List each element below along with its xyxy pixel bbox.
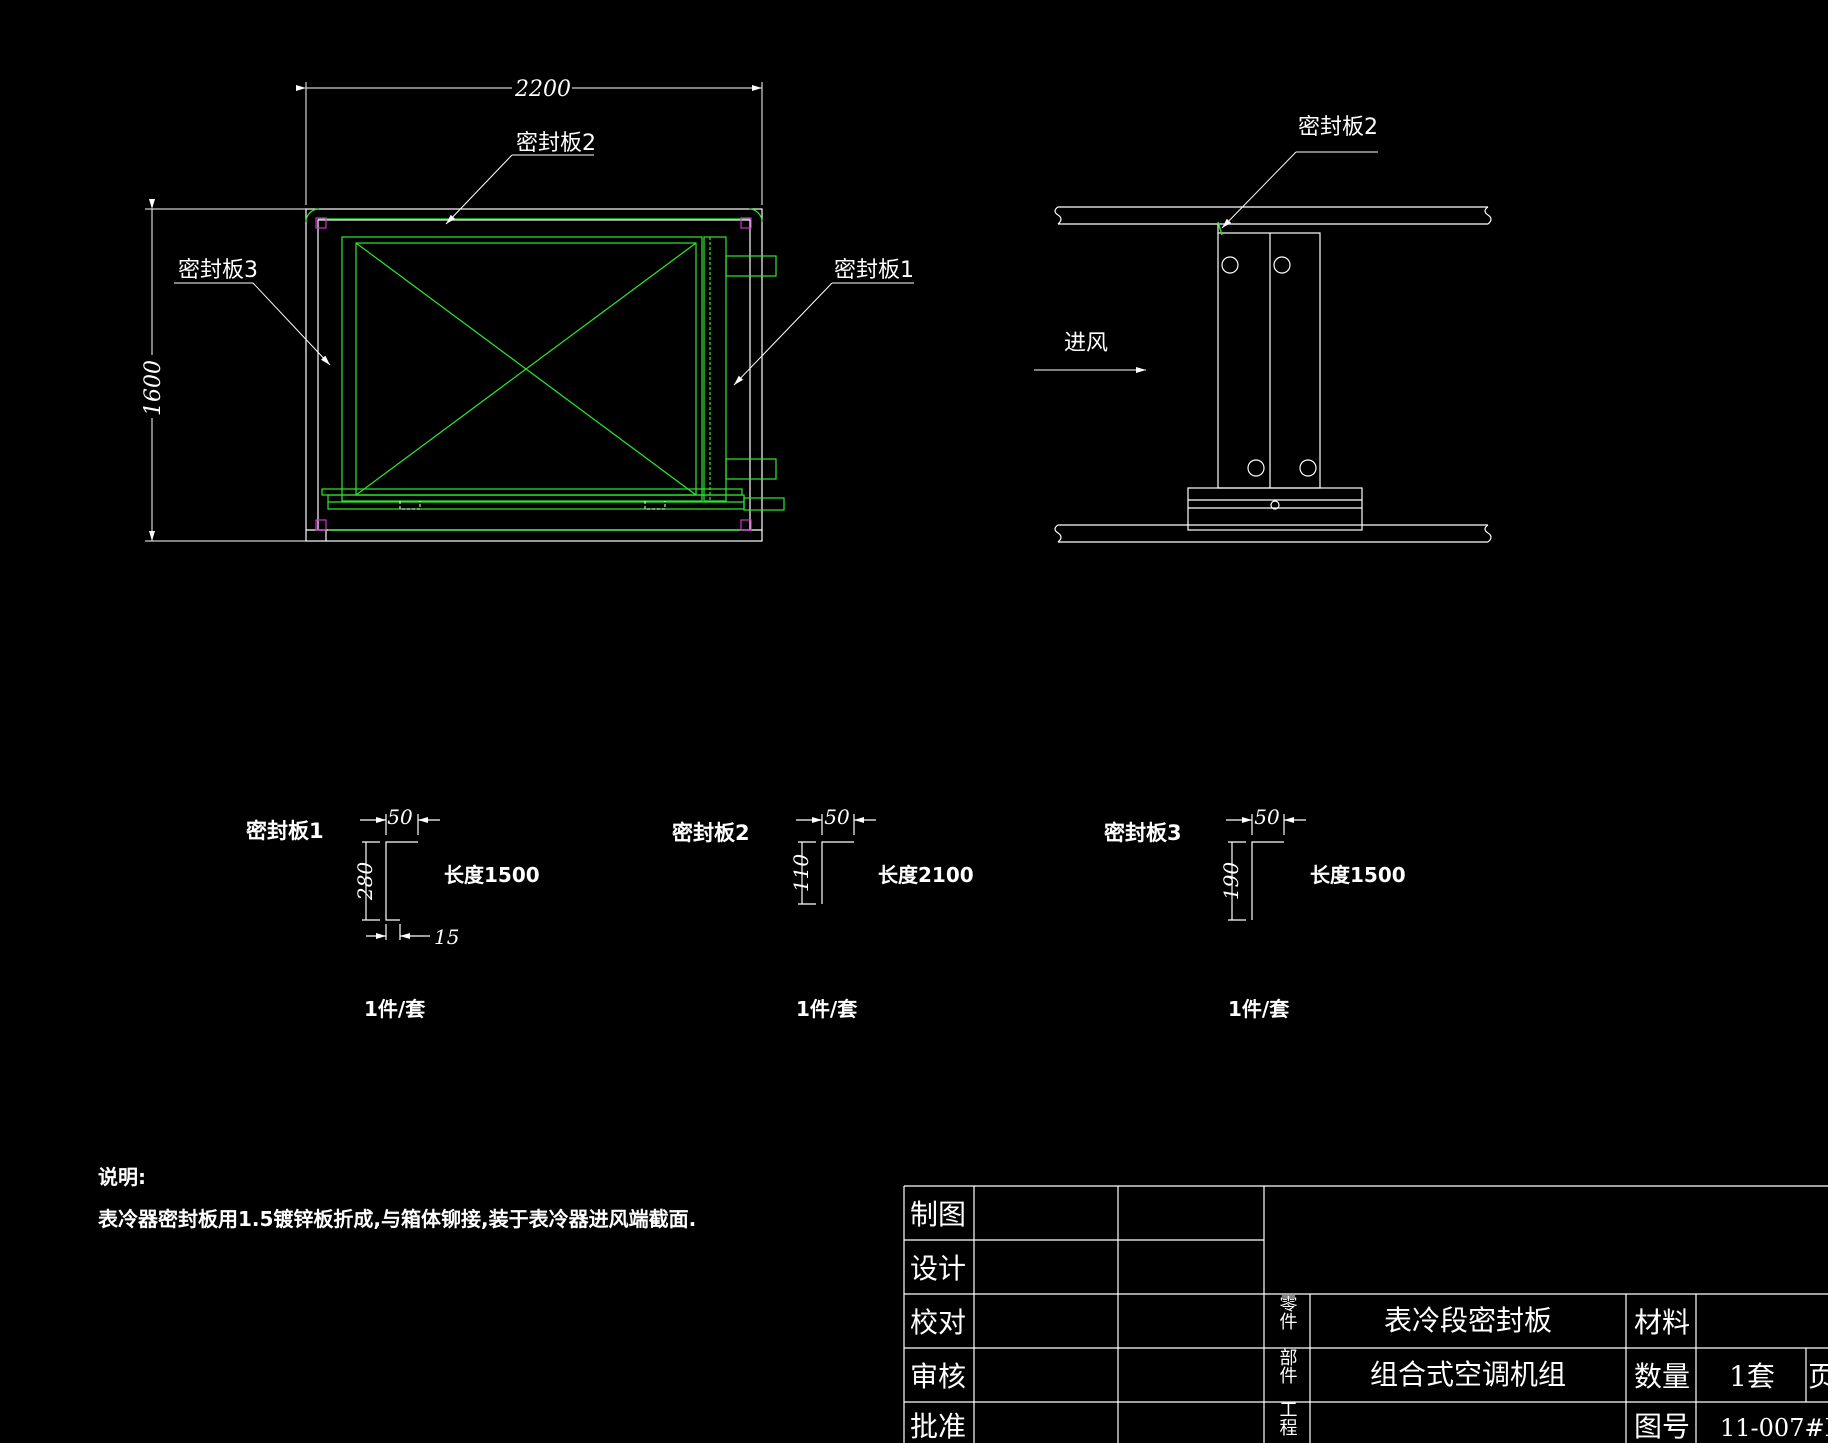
title-block: 制图 设计 校对 审核 批准 零件 部件 工程 表冷段密封板 组合式空调机组 材…: [903, 1185, 1828, 1443]
plate2-label: 密封板2: [516, 131, 596, 156]
leaders: [174, 154, 914, 386]
side-seal-plate: [1217, 221, 1223, 236]
quantity-label: 数量: [1634, 1360, 1690, 1393]
row-design: 设计: [910, 1252, 966, 1285]
lip-dim: 15: [434, 925, 459, 949]
profile-plate2: 密封板2 50 110 长度2100 1件/套: [672, 805, 974, 1021]
height-dim: 280: [353, 862, 377, 901]
height-dimension: [145, 199, 306, 542]
drawing-no-value: 11-007#F: [1720, 1414, 1828, 1442]
row-drawn: 制图: [910, 1198, 966, 1231]
quantity-value: 1套: [1729, 1360, 1775, 1393]
top-dim: 50: [387, 805, 413, 829]
profile-length: 长度1500: [1310, 863, 1406, 887]
assembly-name: 组合式空调机组: [1370, 1358, 1566, 1391]
material-label: 材料: [1634, 1306, 1690, 1339]
top-dim: 50: [1254, 805, 1280, 829]
casing-panels: [1054, 206, 1492, 543]
row-review: 审核: [910, 1360, 966, 1393]
drawing-no-label: 图号: [1634, 1410, 1690, 1443]
profile-name: 密封板1: [246, 819, 324, 843]
plate1-label: 密封板1: [834, 258, 914, 283]
page-label: 页: [1808, 1360, 1828, 1393]
width-dim-text: 2200: [514, 77, 571, 102]
side-view: 密封板2 进风: [1034, 115, 1492, 543]
project-label: 工程: [1277, 1400, 1298, 1436]
drain-brackets: [399, 501, 666, 510]
profile-name: 密封板3: [1104, 821, 1182, 845]
notes-text: 表冷器密封板用1.5镀锌板折成,与箱体铆接,装于表冷器进风端截面.: [98, 1207, 696, 1231]
side-plate2-label: 密封板2: [1298, 115, 1378, 140]
profile-length: 长度2100: [878, 863, 974, 887]
profile-qty: 1件/套: [1228, 997, 1289, 1021]
side-leader: [1034, 151, 1378, 373]
profile-plate1: 密封板1 50 280 15 长度1500 1件/套: [246, 805, 540, 1021]
height-dim-text: 1600: [141, 360, 166, 416]
part-label: 零件: [1277, 1294, 1298, 1330]
height-dim: 110: [789, 854, 813, 892]
assembly-label: 部件: [1277, 1348, 1298, 1384]
height-dim: 190: [1219, 862, 1243, 900]
profile-qty: 1件/套: [364, 997, 425, 1021]
profile-name: 密封板2: [672, 821, 750, 845]
row-check: 校对: [910, 1306, 966, 1339]
profile-length: 长度1500: [444, 863, 540, 887]
corner-brackets: [315, 217, 752, 531]
front-view: 2200 1600: [141, 77, 914, 542]
plate3-label: 密封板3: [178, 258, 258, 283]
notes: 说明: 表冷器密封板用1.5镀锌板折成,与箱体铆接,装于表冷器进风端截面.: [98, 1165, 696, 1231]
top-dim: 50: [824, 805, 850, 829]
coil-frame: [305, 208, 785, 531]
airflow-label: 进风: [1064, 331, 1108, 356]
profile-plate3: 密封板3 50 190 长度1500 1件/套: [1104, 805, 1406, 1021]
row-approve: 批准: [910, 1410, 966, 1443]
profile-qty: 1件/套: [796, 997, 857, 1021]
width-dimension: [296, 82, 763, 205]
notes-title: 说明:: [98, 1165, 146, 1189]
part-name: 表冷段密封板: [1384, 1304, 1552, 1337]
